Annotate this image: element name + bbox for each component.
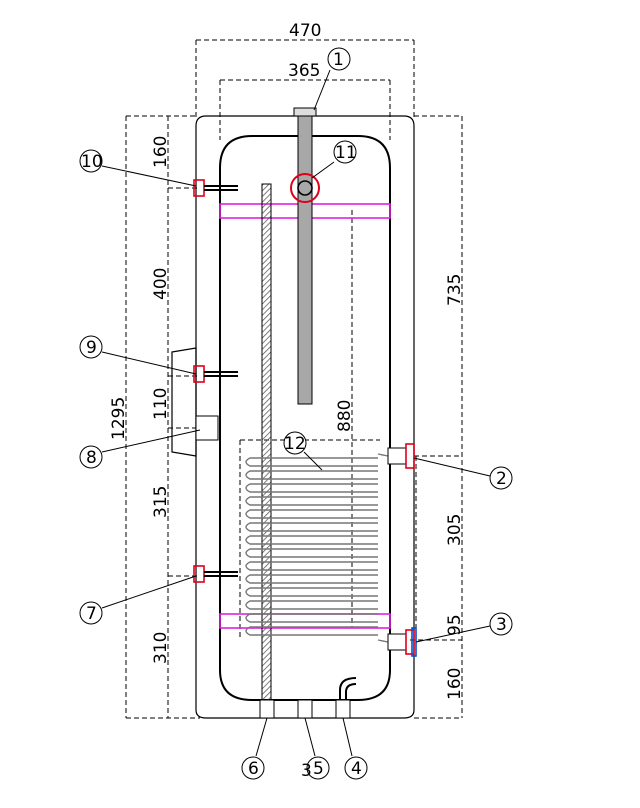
coil-turn: [245, 574, 378, 584]
tank-body: [171, 115, 415, 719]
dim-1295: 1295: [109, 397, 129, 440]
dim-160-right: 160: [445, 668, 465, 700]
dimension-labels: 470 365 160 400 110 1295 315 310 735 880…: [109, 21, 465, 700]
dim-110: 110: [151, 388, 171, 420]
heating-coil: [245, 453, 389, 643]
coil-turn: [245, 457, 378, 467]
coil-turn: [245, 626, 378, 636]
callout-3: 3: [496, 615, 507, 635]
coil-turn: [245, 535, 378, 545]
coil-turn: [245, 496, 378, 506]
coil-turn: [245, 548, 378, 558]
dim-310: 310: [151, 632, 171, 664]
callout-10: 10: [81, 152, 103, 172]
callout-7: 7: [86, 604, 97, 624]
bottom-nozzles: [259, 677, 357, 719]
dim-880: 880: [335, 400, 355, 432]
callout-11: 11: [335, 143, 357, 163]
fitting-2: [387, 443, 415, 469]
callout-2: 2: [496, 469, 507, 489]
coil-leads: [377, 453, 389, 643]
callout-5: 5: [313, 759, 324, 779]
callout-12: 12: [284, 434, 306, 454]
dim-305: 305: [445, 514, 465, 546]
coil-turn: [245, 483, 378, 493]
dim-315: 315: [151, 486, 171, 518]
fitting-7: [193, 565, 238, 583]
fitting-11: [290, 173, 320, 203]
dim-95: 95: [445, 614, 465, 636]
dim-735: 735: [445, 274, 465, 306]
dim-400: 400: [151, 268, 171, 300]
fitting-3: [387, 627, 417, 657]
callout-6: 6: [248, 759, 259, 779]
callout-8: 8: [86, 448, 97, 468]
dim-365: 365: [288, 61, 320, 81]
callout-9: 9: [86, 338, 97, 358]
coil-turn: [245, 509, 378, 519]
coil-turn: [245, 522, 378, 532]
lower-band: [219, 613, 391, 629]
fitting-8: [195, 415, 219, 441]
callouts: 1 11 10 9 8 7 12 2 3 6: [79, 47, 513, 781]
coil-turn: [245, 600, 378, 610]
callout-4: 4: [351, 759, 362, 779]
coil-turn: [245, 470, 378, 480]
fitting-9: [193, 365, 238, 383]
fitting-10: [193, 179, 238, 197]
stray-mark: 3: [301, 761, 312, 781]
callout-1: 1: [333, 50, 344, 70]
dim-470: 470: [289, 21, 321, 41]
anode-rod: [293, 107, 317, 405]
coil-turn: [245, 587, 378, 597]
dim-160-left: 160: [151, 136, 171, 168]
coil-turn: [245, 613, 378, 623]
dimension-frames: [125, 39, 463, 719]
coil-turn: [245, 561, 378, 571]
